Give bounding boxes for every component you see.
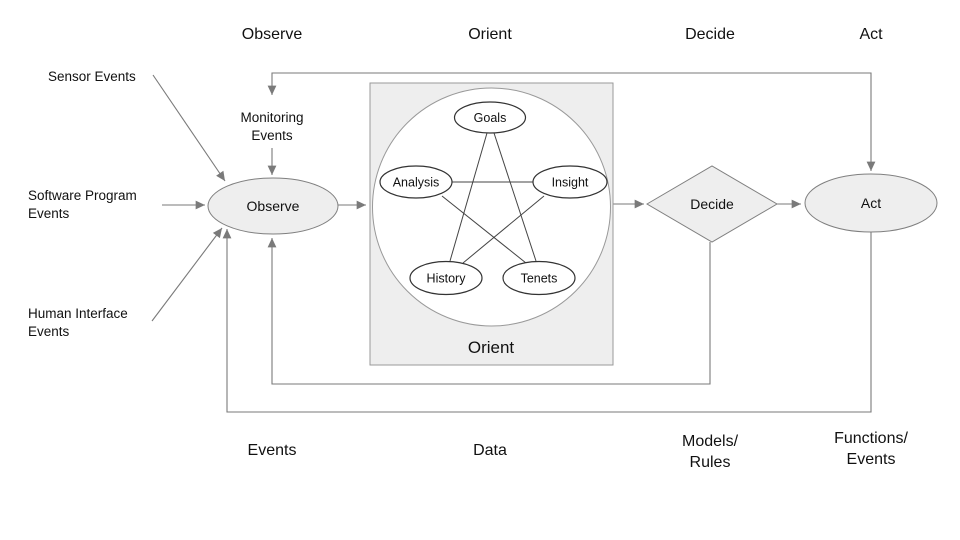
footer-functions-events: Events (847, 451, 896, 468)
line-insight-history (462, 195, 545, 264)
footer-models: Models/ (682, 433, 739, 450)
line-analysis-tenets (441, 195, 527, 264)
node-history-label: History (427, 272, 467, 286)
footer-data: Data (473, 442, 507, 459)
node-decide-label: Decide (690, 196, 734, 212)
arrow-toploop-to-act (572, 72, 876, 171)
label-human-interface-line2: Events (28, 324, 70, 339)
node-observe-label: Observe (247, 198, 300, 214)
label-monitoring-events-line1: Monitoring (240, 110, 303, 125)
node-history: History (409, 260, 483, 296)
node-analysis-label: Analysis (393, 176, 440, 190)
label-software-program-line1: Software Program (28, 188, 137, 203)
label-sensor-events: Sensor Events (48, 69, 136, 84)
node-goals-label: Goals (474, 111, 507, 125)
node-act-label: Act (861, 195, 881, 211)
arrow-act-feedback-to-observe (222, 229, 872, 413)
arrow-sensor-to-observe (152, 74, 226, 182)
footer-events: Events (248, 442, 297, 459)
line-goals-tenets (493, 132, 537, 262)
footer-functions: Functions/ (834, 430, 908, 447)
header-act: Act (859, 26, 883, 43)
arrow-toploop-to-monitoring (267, 72, 572, 95)
node-decide: Decide (646, 165, 778, 243)
footer-rules: Rules (690, 454, 731, 471)
node-act: Act (804, 173, 938, 233)
label-monitoring-events-line2: Events (251, 128, 293, 143)
label-human-interface-line1: Human Interface (28, 306, 128, 321)
header-observe: Observe (242, 26, 303, 43)
arrow-decide-feedback-to-observe (267, 238, 711, 385)
header-decide: Decide (685, 26, 735, 43)
line-goals-history (449, 132, 488, 262)
orient-box-label: Orient (468, 338, 515, 357)
arrow-human-to-observe (151, 227, 223, 322)
node-analysis: Analysis (379, 165, 453, 199)
header-orient: Orient (468, 26, 512, 43)
node-tenets: Tenets (502, 260, 576, 296)
node-tenets-label: Tenets (521, 272, 558, 286)
node-insight-label: Insight (552, 176, 589, 190)
node-insight: Insight (532, 165, 608, 199)
node-observe: Observe (207, 177, 339, 235)
label-software-program-line2: Events (28, 206, 70, 221)
node-goals: Goals (453, 101, 527, 134)
